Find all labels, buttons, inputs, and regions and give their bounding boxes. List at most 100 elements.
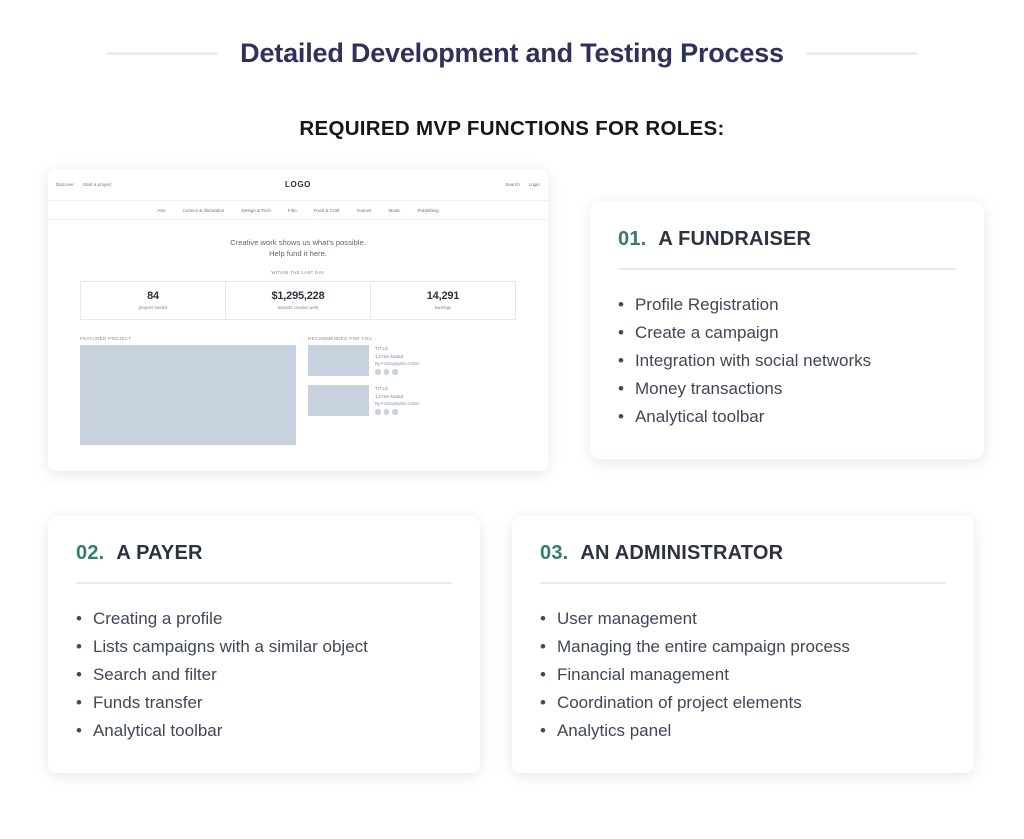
list-item: •Profile Registration bbox=[618, 291, 956, 319]
dot-icon bbox=[392, 369, 398, 375]
mockup-nav-search[interactable]: Search bbox=[505, 182, 520, 187]
list-item-label: Analytical toolbar bbox=[634, 407, 765, 426]
list-item-label: Integration with social networks bbox=[634, 351, 872, 370]
mockup-nav-start-a-project[interactable]: Start a project bbox=[82, 182, 112, 187]
bullet-icon: • bbox=[76, 665, 82, 684]
list-item: •Create a campaign bbox=[618, 319, 956, 347]
mockup-hero: Creative work shows us what's possible. … bbox=[48, 220, 548, 275]
title-rule-right bbox=[805, 52, 918, 55]
mockup-stats-bar: 84 projects funded $1,295,228 towards cr… bbox=[80, 281, 516, 320]
mockup-hero-line-1: Creative work shows us what's possible. bbox=[230, 238, 366, 247]
list-item-label: Money transactions bbox=[634, 379, 783, 398]
bullet-icon: • bbox=[618, 323, 624, 342]
mockup-featured-column: FEATURED PROJECT bbox=[80, 336, 296, 445]
mockup-category-music[interactable]: Music bbox=[388, 207, 401, 213]
mockup-item-funded: 1,171% funded bbox=[375, 393, 404, 399]
mockup-category-publishing[interactable]: Publishing bbox=[417, 207, 439, 213]
mockup-nav-login[interactable]: Login bbox=[528, 182, 540, 187]
mockup-category-arts[interactable]: Arts bbox=[157, 207, 166, 213]
mockup-item-author: By Fockographix GmbH bbox=[375, 361, 420, 366]
mockup-item-dots bbox=[375, 369, 419, 375]
mockup-category-food-craft[interactable]: Food & Craft bbox=[313, 207, 340, 213]
card-header: 03. AN ADMINISTRATOR bbox=[540, 542, 946, 565]
card-header: 01. A FUNDRAISER bbox=[618, 228, 956, 251]
bullet-icon: • bbox=[76, 637, 82, 656]
mockup-category-film[interactable]: Film bbox=[287, 207, 297, 213]
mockup-stat-value: 84 bbox=[147, 290, 159, 302]
mockup-topbar: Discover Start a project LOGO Search Log… bbox=[48, 169, 548, 201]
bullet-icon: • bbox=[618, 351, 624, 370]
mockup-lower-section: FEATURED PROJECT RECOMMENDED FOR YOU TIT… bbox=[80, 336, 516, 445]
card-divider bbox=[540, 582, 946, 584]
mockup-stat-projects-funded: 84 projects funded bbox=[81, 282, 226, 319]
bullet-icon: • bbox=[618, 407, 624, 426]
mockup-item-title: TITLE bbox=[375, 386, 389, 391]
card-title: AN ADMINISTRATOR bbox=[580, 542, 784, 564]
list-item: • Search and filter bbox=[76, 661, 452, 689]
list-item: •Money transactions bbox=[618, 375, 956, 403]
mockup-item-funded: 1,171% funded bbox=[375, 353, 404, 359]
role-card-fundraiser: 01. A FUNDRAISER •Profile Registration •… bbox=[590, 202, 984, 459]
mockup-stat-label: towards creative work bbox=[277, 305, 319, 310]
mockup-recommended-item[interactable]: TITLE 1,171% funded By Fockographix GmbH bbox=[308, 345, 516, 376]
card-number: 02. bbox=[76, 542, 105, 564]
mockup-recommended-column: RECOMMENDED FOR YOU TITLE 1,171% funded … bbox=[308, 336, 516, 445]
list-item: • Funds transfer bbox=[76, 689, 452, 717]
mockup-stat-backings: 14,291 backings bbox=[371, 282, 515, 319]
bullet-icon: • bbox=[540, 637, 546, 656]
list-item-label: Analytical toolbar bbox=[92, 721, 223, 740]
list-item: • Analytical toolbar bbox=[618, 403, 956, 431]
mockup-stat-value: $1,295,228 bbox=[271, 290, 325, 302]
list-item-label: Managing the entire campaign process bbox=[556, 637, 850, 656]
card-title: A FUNDRAISER bbox=[658, 228, 812, 250]
mockup-featured-label: FEATURED PROJECT bbox=[80, 336, 132, 341]
mockup-item-author: By Fockographix GmbH bbox=[375, 401, 420, 406]
card-divider bbox=[76, 582, 452, 584]
dot-icon bbox=[383, 369, 389, 375]
page-subtitle: REQUIRED MVP FUNCTIONS FOR ROLES: bbox=[299, 117, 725, 140]
bullet-icon: • bbox=[540, 721, 546, 740]
mockup-item-body: TITLE 1,171% funded By Fockographix GmbH bbox=[375, 345, 419, 376]
card-divider bbox=[618, 268, 956, 270]
mockup-item-title: TITLE bbox=[375, 346, 389, 351]
mockup-featured-image-placeholder[interactable] bbox=[80, 345, 296, 445]
list-item-label: User management bbox=[556, 609, 697, 628]
card-feature-list: •Profile Registration •Create a campaign… bbox=[618, 291, 956, 431]
mockup-nav-discover[interactable]: Discover bbox=[56, 182, 74, 187]
list-item-label: Profile Registration bbox=[634, 295, 779, 314]
list-item-label: Creating a profile bbox=[92, 609, 223, 628]
list-item: • User management bbox=[540, 605, 946, 633]
website-mockup: Discover Start a project LOGO Search Log… bbox=[48, 169, 548, 471]
list-item-label: Search and filter bbox=[92, 665, 217, 684]
bullet-icon: • bbox=[540, 609, 546, 628]
list-item-label: Coordination of project elements bbox=[556, 693, 802, 712]
list-item: • Analytics panel bbox=[540, 717, 946, 745]
mockup-item-body: TITLE 1,171% funded By Fockographix GmbH bbox=[375, 385, 419, 416]
list-item: •Financial management bbox=[540, 661, 946, 689]
list-item-label: Financial management bbox=[556, 665, 729, 684]
mockup-logo[interactable]: LOGO bbox=[285, 180, 311, 189]
mockup-category-comics-illustration[interactable]: Comics & Illustration bbox=[182, 207, 225, 213]
mockup-stat-label: backings bbox=[434, 305, 452, 310]
dot-icon bbox=[383, 409, 389, 415]
list-item: •Coordination of project elements bbox=[540, 689, 946, 717]
list-item-label: Analytics panel bbox=[556, 721, 672, 740]
card-number: 03. bbox=[540, 542, 569, 564]
title-rule-left bbox=[106, 52, 219, 55]
card-header: 02. A PAYER bbox=[76, 542, 452, 565]
list-item-label: Funds transfer bbox=[92, 693, 203, 712]
bullet-icon: • bbox=[76, 693, 82, 712]
mockup-recommended-item[interactable]: TITLE 1,171% funded By Fockographix GmbH bbox=[308, 385, 516, 416]
mockup-category-design-tech[interactable]: Design & Tech bbox=[241, 207, 271, 213]
mockup-stats-label: WITHIN THE LAST DAY bbox=[271, 270, 325, 275]
card-number: 01. bbox=[618, 228, 647, 250]
card-feature-list: • User management • Managing the entire ca… bbox=[540, 605, 946, 745]
mockup-item-dots bbox=[375, 409, 419, 415]
mockup-category-games[interactable]: Games bbox=[356, 207, 372, 213]
list-item: • Integration with social networks bbox=[618, 347, 956, 375]
list-item: •Lists campaigns with a similar object bbox=[76, 633, 452, 661]
top-row: Discover Start a project LOGO Search Log… bbox=[48, 169, 984, 471]
role-card-payer: 02. A PAYER • Creating a profile •Lists c… bbox=[48, 516, 480, 773]
page-header: Detailed Development and Testing Process bbox=[0, 0, 1024, 69]
mockup-stat-label: projects funded bbox=[138, 305, 168, 310]
